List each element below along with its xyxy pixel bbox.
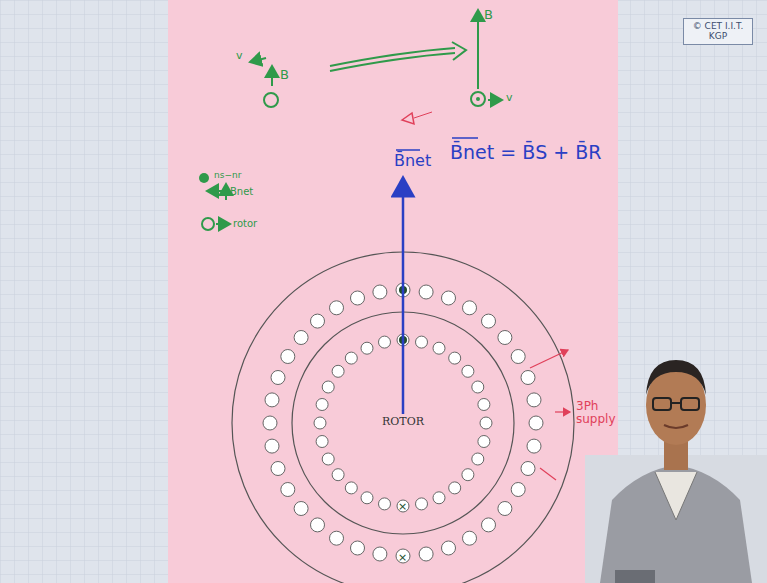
slot bbox=[294, 502, 308, 516]
slot bbox=[482, 314, 496, 328]
slot bbox=[433, 492, 445, 504]
slot bbox=[462, 365, 474, 377]
slot bbox=[396, 549, 410, 563]
slot bbox=[330, 531, 344, 545]
slot bbox=[265, 393, 279, 407]
watermark-box: © CET I.I.T. KGP bbox=[683, 18, 753, 45]
slot bbox=[472, 453, 484, 465]
vector-label: ns−nr bbox=[214, 171, 241, 181]
slot bbox=[527, 393, 541, 407]
vector-label: Bnet bbox=[230, 186, 253, 197]
slot bbox=[379, 336, 391, 348]
slot bbox=[373, 285, 387, 299]
slot bbox=[433, 342, 445, 354]
slot bbox=[322, 381, 334, 393]
vector-label: B bbox=[484, 8, 493, 22]
slot bbox=[345, 352, 357, 364]
slot bbox=[521, 462, 535, 476]
slot bbox=[330, 301, 344, 315]
slot bbox=[311, 314, 325, 328]
part-name: ROTOR bbox=[380, 414, 426, 429]
slot bbox=[311, 518, 325, 532]
vector-label: v bbox=[506, 92, 513, 104]
vector-label: rotor bbox=[233, 218, 257, 229]
vector-label: v bbox=[236, 50, 243, 62]
supply-label: 3Ph supply bbox=[576, 400, 620, 426]
slot bbox=[442, 291, 456, 305]
vector-label: B bbox=[280, 68, 289, 82]
slot bbox=[521, 371, 535, 385]
slot bbox=[332, 365, 344, 377]
slot bbox=[478, 399, 490, 411]
slot bbox=[271, 462, 285, 476]
slot bbox=[351, 541, 365, 555]
slot bbox=[271, 371, 285, 385]
slot bbox=[416, 498, 428, 510]
slot bbox=[419, 285, 433, 299]
slot bbox=[345, 482, 357, 494]
slot bbox=[316, 436, 328, 448]
slot bbox=[463, 301, 477, 315]
slot bbox=[361, 492, 373, 504]
slot bbox=[529, 416, 543, 430]
slot bbox=[322, 453, 334, 465]
slot bbox=[472, 381, 484, 393]
watermark-text: © CET I.I.T. KGP bbox=[687, 21, 749, 42]
vector-label: B̄net bbox=[394, 152, 431, 170]
svg-text:×: × bbox=[398, 500, 407, 513]
slot bbox=[449, 352, 461, 364]
slot bbox=[379, 498, 391, 510]
slot bbox=[419, 547, 433, 561]
slot bbox=[480, 417, 492, 429]
svg-text:×: × bbox=[398, 551, 407, 564]
slot bbox=[527, 439, 541, 453]
slot bbox=[416, 336, 428, 348]
slot bbox=[351, 291, 365, 305]
slot bbox=[316, 399, 328, 411]
slot bbox=[511, 483, 525, 497]
slot bbox=[498, 502, 512, 516]
slot bbox=[361, 342, 373, 354]
slot bbox=[314, 417, 326, 429]
slot bbox=[482, 518, 496, 532]
slot bbox=[463, 531, 477, 545]
slot bbox=[511, 350, 525, 364]
slot bbox=[332, 469, 344, 481]
slot bbox=[462, 469, 474, 481]
slot bbox=[449, 482, 461, 494]
rotor-circle: ROTOR bbox=[292, 312, 514, 534]
slot bbox=[294, 331, 308, 345]
slot bbox=[442, 541, 456, 555]
equation: B̄net = B̄S + B̄R bbox=[450, 142, 602, 163]
slot bbox=[478, 436, 490, 448]
slot bbox=[263, 416, 277, 430]
slot bbox=[265, 439, 279, 453]
slot bbox=[281, 350, 295, 364]
slot bbox=[498, 331, 512, 345]
slot bbox=[373, 547, 387, 561]
slot bbox=[397, 500, 409, 512]
slot bbox=[281, 483, 295, 497]
